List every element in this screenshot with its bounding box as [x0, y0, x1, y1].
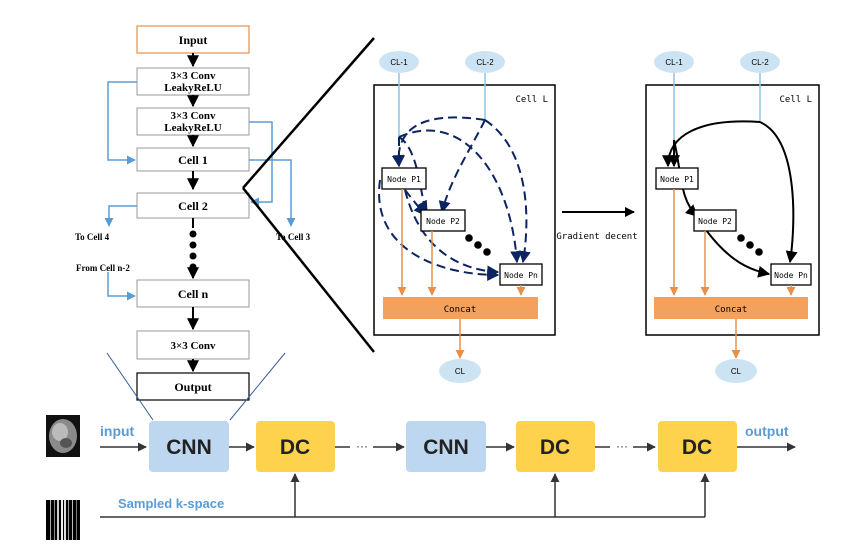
conv-final-box	[136, 330, 250, 360]
cnn-block-1-label: CNN	[166, 436, 212, 459]
skip-conv2-to-cell2	[249, 121, 273, 207]
c-out-node	[439, 359, 481, 383]
node-p1-label: Node P1	[387, 175, 421, 184]
pipeline-output-label: output	[745, 423, 789, 439]
c-out-label-after: CL	[731, 367, 742, 376]
input-box	[136, 25, 250, 54]
skip-cell2-to-cell4	[104, 205, 137, 227]
skip-from-celln2	[107, 272, 136, 301]
cnn-block-2-label: CNN	[423, 436, 469, 459]
zoom-line-bottom	[242, 187, 375, 353]
mri-image-thumbnail	[46, 415, 80, 457]
zoom-line-right	[229, 352, 286, 421]
conv2-line2: LeakyReLU	[164, 122, 222, 134]
conv2-box	[136, 107, 250, 136]
conv-final-label: 3×3 Conv	[170, 340, 216, 352]
from-celln2-label: From Cell n-2	[76, 263, 130, 273]
node-p2-box-after	[693, 209, 737, 232]
pipeline: input CNN DC ··· CNN DC ··· DC output Sa…	[46, 415, 796, 540]
ellipsis-1: ···	[356, 439, 368, 453]
c-prev2-node-after	[740, 51, 780, 73]
node-pn-label-after: Node Pn	[774, 271, 808, 280]
cell1-label: Cell 1	[178, 153, 208, 167]
output-box	[136, 372, 250, 401]
dc-block-2	[516, 421, 595, 472]
to-cell3-label: To Cell 3	[276, 232, 311, 242]
c-prev1-label-after: CL-1	[665, 58, 683, 67]
zoom-line-left	[106, 352, 154, 421]
concat-box-after	[654, 297, 808, 319]
network-stack: Input 3×3 Conv LeakyReLU 3×3 Conv LeakyR…	[75, 25, 375, 421]
conv2-line1: 3×3 Conv	[170, 110, 216, 122]
pipeline-input-label: input	[100, 423, 135, 439]
c-out-node-after	[715, 359, 757, 383]
celln-label: Cell n	[178, 287, 209, 301]
conv1-line1: 3×3 Conv	[170, 70, 216, 82]
c-prev1-node	[379, 51, 419, 73]
dc-block-3-label: DC	[682, 436, 712, 459]
node-p2-label: Node P2	[426, 217, 460, 226]
cell-l-title-after: Cell L	[779, 95, 812, 105]
concat-box	[383, 297, 538, 319]
kspace-label: Sampled k-space	[118, 496, 224, 511]
skip-conv1-to-cell1	[107, 81, 137, 165]
input-label: Input	[179, 33, 208, 47]
kspace-thumbnail	[46, 500, 80, 540]
zoom-line-top	[242, 37, 375, 189]
node-p2-box	[420, 209, 466, 232]
c-prev2-node	[465, 51, 505, 73]
conv1-box	[136, 67, 250, 96]
to-cell4-label: To Cell 4	[75, 232, 110, 242]
c-prev2-label: CL-2	[476, 58, 494, 67]
dc-block-3	[658, 421, 737, 472]
dc-block-2-label: DC	[540, 436, 570, 459]
concat-label: Concat	[444, 305, 477, 315]
node-pn-label: Node Pn	[504, 271, 538, 280]
output-label: Output	[174, 380, 211, 394]
conv1-line2: LeakyReLU	[164, 82, 222, 94]
c-out-label: CL	[455, 367, 466, 376]
ellipsis-2: ···	[616, 439, 628, 453]
cnn-block-1	[149, 421, 229, 472]
cell-detail-after: Cell L CL-1 CL-2 Node P1 Node P2 Node Pn…	[645, 51, 820, 383]
c-prev1-node-after	[654, 51, 694, 73]
c-prev2-label-after: CL-2	[751, 58, 769, 67]
cnn-block-2	[406, 421, 486, 472]
cell-l-title: Cell L	[515, 95, 548, 105]
node-p1-box-after	[655, 167, 699, 190]
node-p1-label-after: Node P1	[660, 175, 694, 184]
concat-label-after: Concat	[715, 305, 748, 315]
dc-block-1	[256, 421, 335, 472]
c-prev1-label: CL-1	[390, 58, 408, 67]
dc-block-1-label: DC	[280, 436, 310, 459]
node-p1-box	[381, 167, 427, 190]
node-p2-label-after: Node P2	[698, 217, 732, 226]
cell2-label: Cell 2	[178, 199, 208, 213]
skip-cell1-to-cell3	[249, 159, 296, 227]
cell-detail-before: Cell L CL-1 CL-2 Node P1 Node P2 Node Pn	[373, 51, 556, 383]
transition-label: Gradient decent	[556, 232, 637, 242]
